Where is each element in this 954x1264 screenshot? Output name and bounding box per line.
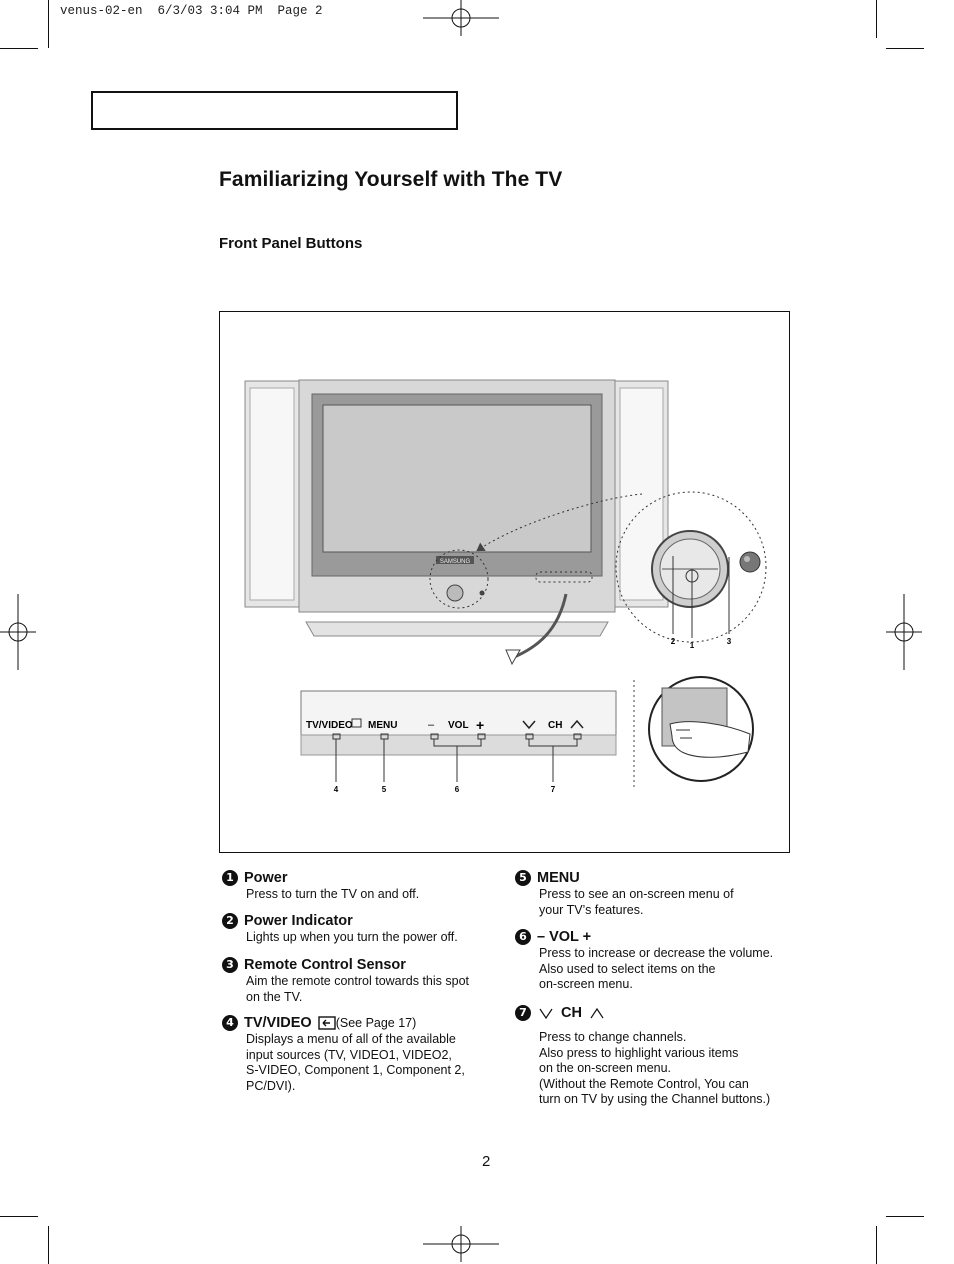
crop-mark: [48, 1226, 49, 1264]
item-power: 1 Power Press to turn the TV on and off.: [222, 869, 482, 903]
power-zoom-ring: [429, 549, 489, 609]
item-channel: 7 CH Press to change channels. Also pres…: [515, 1004, 795, 1108]
number-badge: 7: [515, 1005, 531, 1021]
item-power-indicator: 2 Power Indicator Lights up when you turn…: [222, 912, 482, 946]
item-title: Power Indicator: [244, 913, 353, 929]
page-title: Familiarizing Yourself with The TV: [219, 168, 563, 191]
item-description: Lights up when you turn the power off.: [246, 930, 458, 944]
callout-7: 7: [551, 785, 556, 794]
panel-ch-label: CH: [548, 720, 562, 731]
panel-vol-label: VOL: [448, 720, 469, 731]
item-description: Press to turn the TV on and off.: [246, 887, 420, 901]
tv-stand: [305, 621, 609, 637]
crop-mark: [886, 1216, 924, 1217]
item-remote-sensor: 3 Remote Control Sensor Aim the remote co…: [222, 956, 492, 1005]
item-description: Aim the remote control towards this spot…: [246, 974, 470, 1004]
item-note: (See Page 17): [335, 1016, 417, 1030]
print-slug: venus-02-en 6/3/03 3:04 PM Page 2: [60, 4, 323, 18]
crop-mark: [0, 1216, 38, 1217]
tv-front-figure: SAMSUNG 2 1 3 TV/VIDEO: [219, 311, 790, 853]
brand-logo: SAMSUNG: [440, 559, 471, 565]
item-title: Remote Control Sensor: [244, 957, 406, 973]
channel-up-icon: [590, 1007, 604, 1019]
item-title: MENU: [537, 870, 580, 886]
callout-6: 6: [455, 785, 460, 794]
item-title: CH: [561, 1005, 582, 1021]
item-description: Press to see an on-screen menu of your T…: [539, 887, 734, 917]
number-badge: 6: [515, 929, 531, 945]
item-title: – VOL +: [537, 929, 592, 945]
callout-5: 5: [382, 785, 387, 794]
number-badge: 5: [515, 870, 531, 886]
header-box: [91, 91, 458, 130]
number-badge: 3: [222, 957, 238, 973]
section-title: Front Panel Buttons: [219, 235, 363, 252]
number-badge: 1: [222, 870, 238, 886]
item-volume: 6 – VOL + Press to increase or decrease t…: [515, 928, 795, 993]
crop-mark: [876, 1226, 877, 1264]
left-speaker: [244, 380, 300, 608]
remote-sensor: [739, 551, 761, 573]
callout-2: 2: [671, 637, 676, 646]
hand-pressing-illustration: [648, 676, 754, 782]
panel-menu-label: MENU: [368, 720, 397, 731]
brand-plate: [436, 556, 474, 564]
page-number: 2: [482, 1153, 491, 1170]
callout-4: 4: [334, 785, 339, 794]
item-description: Press to change channels. Also press to …: [539, 1030, 771, 1106]
item-tv-video: 4 TV/VIDEO (See Page 17) Displays a menu…: [222, 1014, 492, 1094]
panel-tvvideo-label: TV/VIDEO: [306, 720, 353, 731]
item-description: Press to increase or decrease the volume…: [539, 946, 774, 991]
item-title: TV/VIDEO: [244, 1015, 312, 1031]
channel-down-icon: [539, 1008, 553, 1020]
item-description: Displays a menu of all of the available …: [246, 1032, 465, 1093]
power-button-small: [446, 584, 464, 602]
callout-3: 3: [727, 637, 732, 646]
item-menu: 5 MENU Press to see an on-screen menu of …: [515, 869, 775, 918]
button-strip-outline: [535, 571, 593, 583]
callout-1: 1: [690, 641, 695, 650]
number-badge: 2: [222, 913, 238, 929]
power-zoom-circle: [615, 491, 767, 643]
crop-mark: [48, 0, 49, 48]
crop-mark: [876, 0, 877, 38]
panel-vol-minus: –: [428, 719, 435, 731]
number-badge: 4: [222, 1015, 238, 1031]
tv-illustration: SAMSUNG 2 1 3 TV/VIDEO: [244, 379, 767, 794]
crop-mark: [0, 48, 38, 49]
tv-screen: [322, 404, 592, 553]
control-panel: TV/VIDEO MENU – VOL + CH: [300, 690, 617, 756]
item-title: Power: [244, 870, 288, 886]
panel-vol-plus: +: [476, 717, 484, 733]
crop-mark: [886, 48, 924, 49]
input-source-icon: [317, 1016, 336, 1030]
